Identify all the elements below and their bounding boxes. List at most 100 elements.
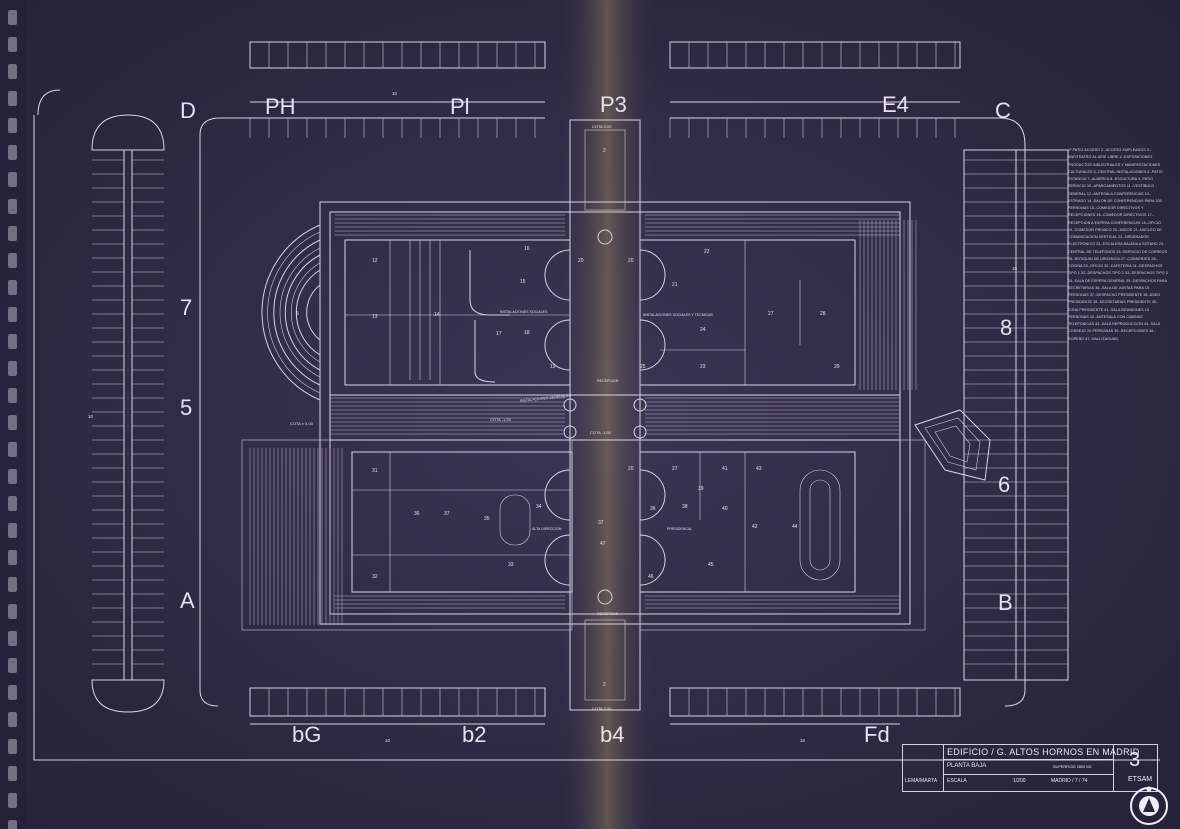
parking-count-bottom: 10 bbox=[385, 738, 391, 743]
parking-count-bottom-right: 10 bbox=[800, 738, 806, 743]
room-27b: 27 bbox=[672, 466, 678, 472]
mark-left-2: 5 bbox=[180, 395, 192, 420]
room-34: 34 bbox=[536, 504, 542, 510]
room-15: 15 bbox=[520, 279, 526, 285]
mark-top-2: PH bbox=[265, 94, 296, 119]
room-24: 24 bbox=[700, 327, 706, 333]
legend-text: 1º PATIO ACCESO 2.-ACCESO EMPLEADOS 3.-A… bbox=[1068, 148, 1168, 341]
label-presidencia: PRESIDENCIA bbox=[667, 527, 692, 531]
cota-center: COTA -1,50 bbox=[590, 430, 612, 435]
etsam-badge-label: ETSAM bbox=[1128, 776, 1153, 783]
sheet-title: EDIFICIO / G. ALTOS HORNOS EN MADRID bbox=[947, 747, 1140, 757]
sheet-surface: SUPERFICIE 2800 M2 bbox=[1053, 765, 1092, 769]
terrace-hatching bbox=[249, 214, 917, 625]
label-recepcion-bottom: RECEPCION bbox=[597, 612, 619, 616]
room-27: 27 bbox=[768, 311, 774, 317]
cota-left: COTA ± 0,00 bbox=[290, 421, 314, 426]
mark-top-4: P3 bbox=[600, 92, 627, 117]
room-17: 17 bbox=[496, 331, 502, 337]
title-block-rule bbox=[943, 759, 1113, 760]
sheet-scale-label: ESCALA bbox=[947, 778, 967, 784]
room-45: 45 bbox=[708, 562, 714, 568]
title-block: EDIFICIO / G. ALTOS HORNOS EN MADRID PLA… bbox=[902, 744, 1158, 792]
room-38: 38 bbox=[682, 504, 688, 510]
room-16: 16 bbox=[524, 246, 530, 252]
mark-bottom-2: b2 bbox=[462, 722, 486, 747]
mark-bottom-4: Fd bbox=[864, 722, 890, 747]
central-axis-glow bbox=[560, 0, 655, 829]
room-41: 41 bbox=[722, 466, 728, 472]
film-strip-edge bbox=[0, 0, 26, 829]
left-parking bbox=[91, 114, 165, 713]
label-recepcion-top: RECEPCION bbox=[597, 379, 619, 383]
room-19: 19 bbox=[550, 364, 556, 370]
room-numbers: 12 13 14 15 16 17 18 19 20 5 20 21 22 23… bbox=[296, 246, 840, 580]
mark-top-5: E4 bbox=[882, 92, 909, 117]
room-37b: 37 bbox=[598, 520, 604, 526]
label-instalaciones-sociales-tecnicas: INSTALACIONES SOCIALES Y TECNICAS bbox=[643, 313, 713, 317]
room-18: 18 bbox=[524, 330, 530, 336]
room-39: 39 bbox=[698, 486, 704, 492]
mark-bottom-1: bG bbox=[292, 722, 321, 747]
round-rooms bbox=[469, 229, 666, 605]
sheet-scale-value: 1/200 bbox=[1013, 778, 1026, 784]
room-28: 28 bbox=[820, 311, 826, 317]
amphitheatre bbox=[261, 224, 321, 401]
sheet-number: 3 bbox=[1129, 749, 1141, 771]
title-block-divider-right bbox=[1113, 745, 1114, 791]
mark-top-6: C bbox=[995, 98, 1011, 123]
section-marks: D PH Pl P3 E4 C bG b2 b4 Fd 7 5 A 8 6 B bbox=[180, 92, 1013, 747]
mark-top-3: Pl bbox=[450, 94, 470, 119]
mark-bottom-3: b4 bbox=[600, 722, 624, 747]
title-block-rule-2 bbox=[943, 774, 1113, 775]
parking-count-top: 10 bbox=[392, 91, 398, 96]
room-14: 14 bbox=[434, 312, 440, 318]
room-32: 32 bbox=[372, 574, 378, 580]
sheet-authors: LEMA/MARTA bbox=[905, 778, 938, 784]
parking-count-right: 10 bbox=[1012, 266, 1018, 271]
cota-center-left: COTA -1,50 bbox=[490, 417, 512, 422]
title-block-divider bbox=[943, 745, 944, 791]
sheet-subtitle: PLANTA BAJA bbox=[947, 763, 987, 769]
room-20c: 20 bbox=[628, 466, 634, 472]
room-36: 36 bbox=[414, 511, 420, 517]
mark-right-3: B bbox=[998, 590, 1013, 615]
mark-left-1: 7 bbox=[180, 295, 192, 320]
room-23: 23 bbox=[700, 364, 706, 370]
room-40: 40 bbox=[722, 506, 728, 512]
room-35: 35 bbox=[484, 516, 490, 522]
room-12: 12 bbox=[372, 258, 378, 264]
parking-count-left: 10 bbox=[88, 414, 94, 419]
mark-top-1: D bbox=[180, 98, 196, 123]
room-13: 13 bbox=[372, 314, 378, 320]
label-instalaciones-sociales: INSTALACIONES SOCIALES bbox=[500, 310, 548, 314]
room-47: 47 bbox=[600, 541, 606, 547]
site-roads bbox=[33, 41, 1160, 761]
label-alta-direccion: ALTA DIRECCION bbox=[532, 527, 562, 531]
top-bottom-parking bbox=[249, 42, 956, 716]
room-20b: 20 bbox=[628, 258, 634, 264]
cota-bottom: COTA 0,00 bbox=[592, 706, 612, 711]
cota-top: COTA 0,00 bbox=[592, 124, 612, 129]
room-36b: 36 bbox=[650, 506, 656, 512]
room-22: 22 bbox=[704, 249, 710, 255]
right-parking bbox=[963, 149, 1069, 681]
room-44: 44 bbox=[792, 524, 798, 530]
mark-right-1: 8 bbox=[1000, 315, 1012, 340]
interior-partitions bbox=[345, 240, 841, 592]
etsam-logo-icon bbox=[1130, 786, 1168, 825]
label-instalaciones-generales: INSTALACIONES GENERALES bbox=[520, 394, 572, 403]
room-5: 5 bbox=[296, 311, 299, 317]
room-46: 46 bbox=[648, 574, 654, 580]
room-31: 31 bbox=[372, 468, 378, 474]
room-21: 21 bbox=[672, 282, 678, 288]
stair-top-number: 2 bbox=[603, 148, 606, 154]
stair-bottom-number: 2 bbox=[603, 682, 606, 688]
room-43: 43 bbox=[756, 466, 762, 472]
mark-left-3: A bbox=[180, 588, 195, 613]
room-29: 29 bbox=[834, 364, 840, 370]
east-wedge bbox=[914, 409, 991, 481]
room-37: 37 bbox=[444, 511, 450, 517]
